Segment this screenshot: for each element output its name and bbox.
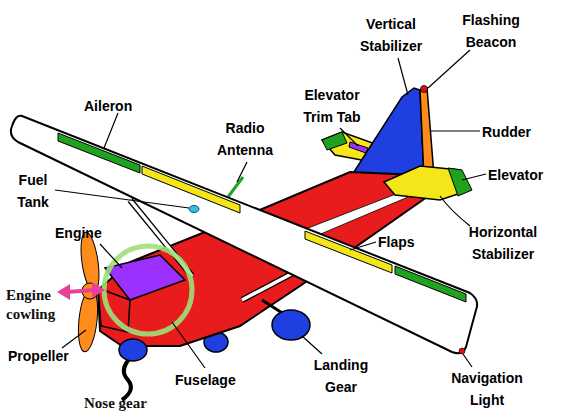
leader-line bbox=[440, 196, 470, 226]
main-wing bbox=[11, 116, 477, 354]
leader-line bbox=[428, 50, 470, 88]
highlight-ring bbox=[104, 246, 192, 334]
wingtip-light bbox=[459, 348, 465, 354]
part-label: Horizontal Stabilizer bbox=[455, 221, 551, 265]
wing-strut bbox=[242, 272, 295, 300]
part-label: Fuselage bbox=[175, 369, 236, 391]
leader-line bbox=[430, 130, 480, 131]
rudder-strip bbox=[420, 88, 434, 178]
leader-line bbox=[100, 244, 122, 268]
leader-line bbox=[340, 128, 358, 146]
main-wheel bbox=[272, 310, 310, 340]
leader-line bbox=[104, 113, 118, 148]
beacon-light bbox=[421, 86, 428, 93]
leader-line bbox=[62, 330, 86, 348]
wing-strut bbox=[242, 272, 295, 300]
part-label: Aileron bbox=[84, 95, 132, 117]
fin bbox=[352, 88, 424, 178]
trim-tab bbox=[349, 142, 368, 153]
leader-line bbox=[55, 190, 189, 208]
near-elevator bbox=[448, 168, 472, 196]
part-label: Rudder bbox=[482, 121, 531, 143]
part-label: Propeller bbox=[8, 345, 69, 367]
left-aileron bbox=[58, 133, 140, 173]
far-elevator bbox=[322, 132, 347, 150]
part-label: Elevator bbox=[488, 164, 543, 186]
arrow-head bbox=[92, 282, 105, 298]
part-label: Radio Antenna bbox=[213, 117, 277, 161]
part-label: Engine cowling bbox=[6, 286, 72, 324]
left-flap bbox=[142, 166, 240, 213]
part-label: Elevator Trim Tab bbox=[295, 84, 369, 128]
leader-line bbox=[172, 322, 205, 368]
part-label: Engine bbox=[55, 222, 102, 244]
leader-line bbox=[398, 58, 408, 95]
part-label: Landing Gear bbox=[304, 354, 378, 398]
leader-line bbox=[462, 174, 486, 180]
leader-line bbox=[463, 354, 472, 367]
part-label: Flaps bbox=[378, 231, 415, 253]
right-aileron bbox=[395, 266, 466, 302]
part-label: Vertical Stabilizer bbox=[345, 13, 437, 57]
nose-strut bbox=[122, 356, 132, 400]
part-label: Fuel Tank bbox=[10, 169, 56, 213]
double-arrow-shaft bbox=[66, 290, 96, 292]
leader-line bbox=[302, 336, 322, 354]
nose-wheel bbox=[119, 339, 147, 361]
part-label: Navigation Light bbox=[443, 367, 531, 411]
fuel-cap bbox=[189, 206, 199, 213]
arrow-head bbox=[57, 284, 70, 300]
leader-line bbox=[350, 242, 376, 250]
leader-line bbox=[237, 162, 247, 182]
part-label: Flashing Beacon bbox=[448, 9, 534, 53]
antenna-mast bbox=[228, 177, 243, 197]
part-label: Nose gear bbox=[84, 394, 147, 413]
